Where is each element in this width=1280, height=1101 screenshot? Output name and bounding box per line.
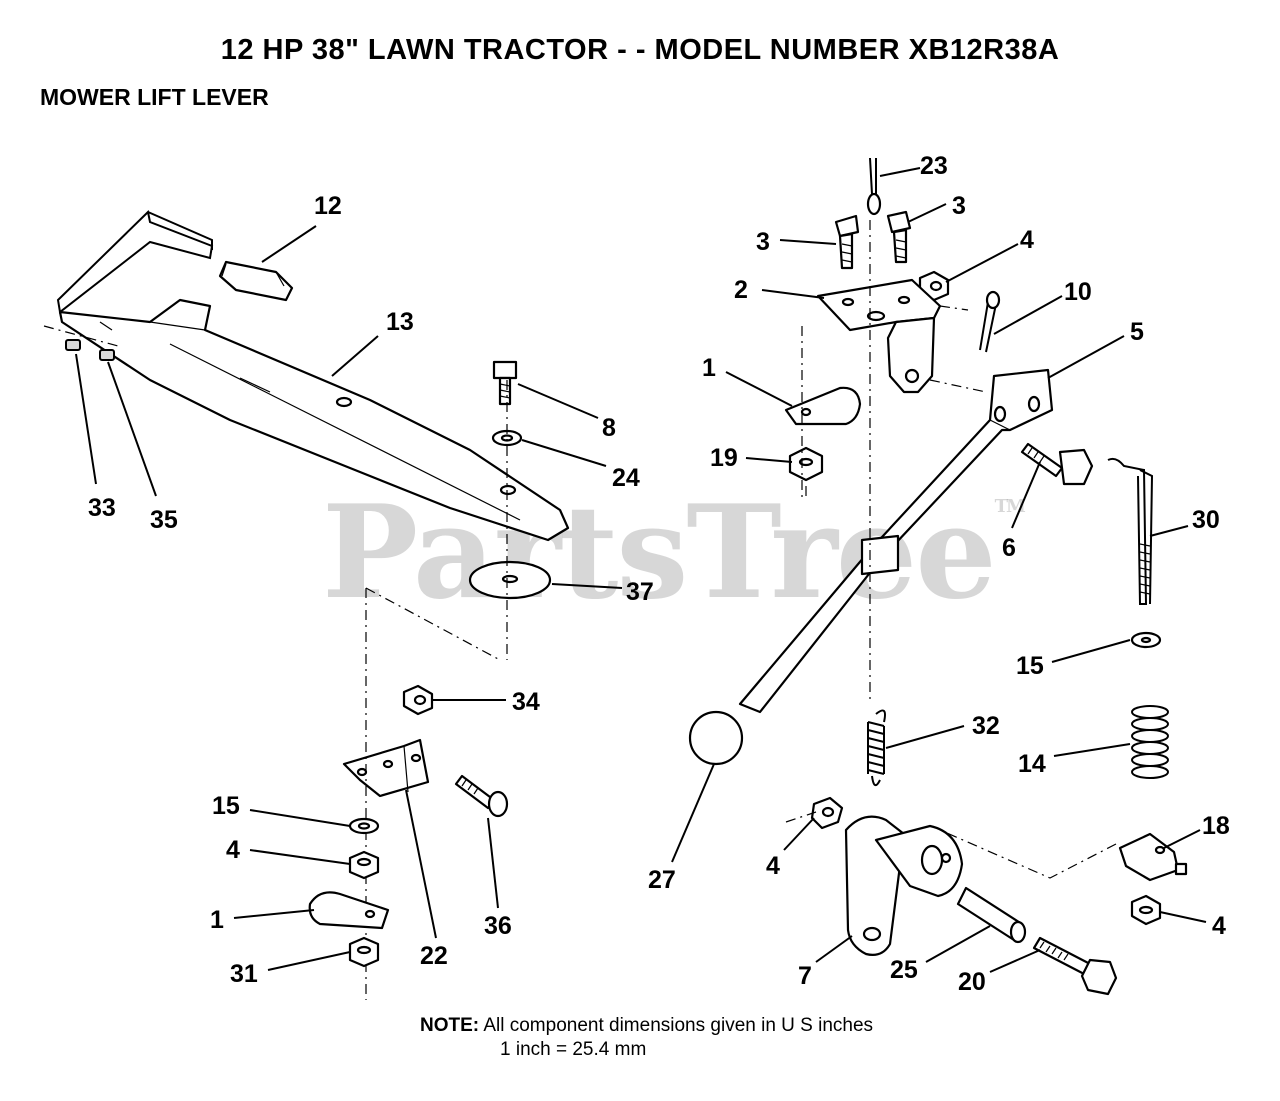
callout-4-lower-middle: 4 (766, 852, 780, 880)
callout-34: 34 (512, 688, 540, 716)
note-label: NOTE: (420, 1015, 480, 1036)
callout-8: 8 (602, 414, 616, 442)
callout-5: 5 (1130, 318, 1144, 346)
callout-6: 6 (1002, 534, 1016, 562)
cotter-pin-10 (979, 290, 1001, 353)
callout-4-left: 4 (226, 836, 240, 864)
bolt-8 (492, 360, 518, 406)
knob-27 (688, 710, 744, 766)
callout-15-right: 15 (1016, 652, 1044, 680)
nut-34 (402, 684, 434, 716)
nut-19 (788, 446, 824, 482)
callout-23: 23 (920, 152, 948, 180)
callout-20: 20 (958, 968, 986, 996)
callout-27: 27 (648, 866, 676, 894)
note-line-1: All component dimensions given in U S in… (483, 1015, 874, 1036)
callout-4-far-right: 4 (1212, 912, 1226, 940)
callout-36: 36 (484, 912, 512, 940)
callout-24: 24 (612, 464, 640, 492)
callout-1-left: 1 (210, 906, 224, 934)
lever-arm-7 (844, 815, 964, 956)
callout-30: 30 (1192, 506, 1220, 534)
callout-22: 22 (420, 942, 448, 970)
callout-7: 7 (798, 962, 812, 990)
callout-19: 19 (710, 444, 738, 472)
clip-1-right (784, 386, 862, 426)
bolt-6 (1020, 442, 1094, 486)
callout-32: 32 (972, 712, 1000, 740)
spring-32 (867, 709, 886, 787)
washer-15-left (348, 817, 380, 835)
nut-4-lower-middle (810, 796, 844, 830)
callout-4-top: 4 (1020, 226, 1034, 254)
callout-13: 13 (386, 308, 414, 336)
clevis-pin-36 (454, 774, 509, 818)
note-line-2: 1 inch = 25.4 mm (500, 1039, 647, 1060)
bolt-3-right (886, 210, 912, 264)
callout-2: 2 (734, 276, 748, 304)
callout-3-right: 3 (952, 192, 966, 220)
callout-1-right: 1 (702, 354, 716, 382)
callout-33: 33 (88, 494, 116, 522)
callout-12: 12 (314, 192, 342, 220)
bolt-20 (1032, 936, 1118, 996)
callout-35: 35 (150, 506, 178, 534)
grip-plugs (43, 325, 119, 361)
callout-31: 31 (230, 960, 258, 988)
rod-30 (1107, 457, 1154, 605)
nut-4-far-right (1130, 894, 1162, 926)
dimensions-note: NOTE: All component dimensions given in … (420, 1014, 873, 1062)
cotter-pin-23 (866, 157, 882, 216)
bracket-2 (816, 278, 942, 394)
callout-numbers: 12 13 33 35 8 24 37 34 15 4 1 31 22 36 2… (88, 152, 1230, 996)
sleeve-25 (956, 886, 1027, 944)
washer-37 (468, 560, 552, 600)
diagram-title: 12 HP 38" LAWN TRACTOR - - MODEL NUMBER … (220, 34, 1060, 66)
pin-18 (1118, 832, 1188, 882)
callout-14: 14 (1018, 750, 1046, 778)
spring-14 (1131, 705, 1169, 779)
callout-15-left: 15 (212, 792, 240, 820)
callout-10: 10 (1064, 278, 1092, 306)
callout-37: 37 (626, 578, 654, 606)
callout-25: 25 (890, 956, 918, 984)
lever-5 (738, 368, 1054, 714)
nut-4-left (348, 850, 380, 880)
handle-grip (218, 260, 294, 302)
washer-15-right (1130, 631, 1162, 649)
callout-18: 18 (1202, 812, 1230, 840)
nut-31 (348, 936, 380, 968)
leader-lines (75, 167, 1207, 973)
section-title: MOWER LIFT LEVER (40, 84, 269, 110)
callout-3-left: 3 (756, 228, 770, 256)
lift-lever-handle (56, 209, 570, 542)
bolt-3-left (834, 214, 860, 270)
bracket-22 (342, 738, 430, 798)
clip-1-left (308, 891, 390, 930)
